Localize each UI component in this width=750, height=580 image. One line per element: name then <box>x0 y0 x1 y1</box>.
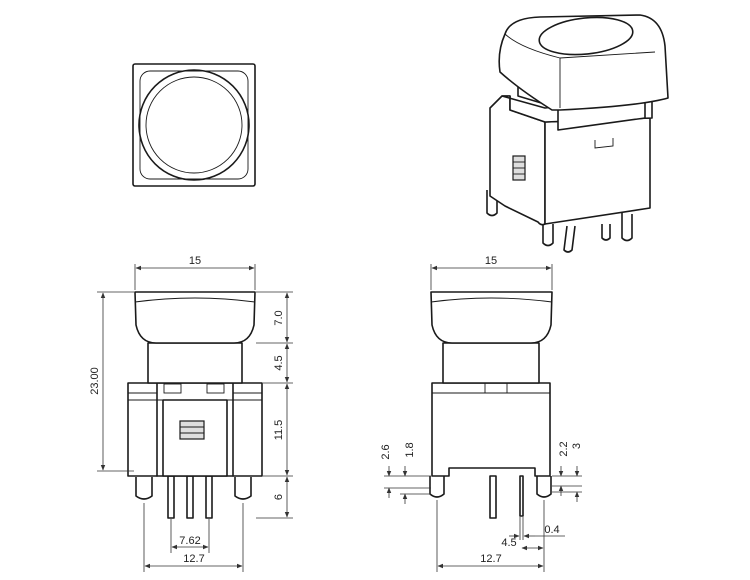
front-pin-length-label: 6 <box>273 494 285 500</box>
side-pin-spacing-label: 12.7 <box>480 553 501 565</box>
side-pin-thickness-label: 0.4 <box>544 524 559 536</box>
side-left-offset-a-label: 2.6 <box>380 444 392 459</box>
front-overall-height-label: 23.00 <box>89 367 101 395</box>
front-pin-spacing-inner-label: 7.62 <box>179 535 200 547</box>
top-view <box>132 63 256 187</box>
front-cap-height-label: 7.0 <box>273 310 285 325</box>
front-collar-height-label: 4.5 <box>273 355 285 370</box>
side-dimensions <box>384 264 582 572</box>
front-pin-spacing-outer-label: 12.7 <box>183 553 204 565</box>
isometric-view <box>486 14 669 253</box>
front-body-height-label: 11.5 <box>273 420 285 441</box>
side-view <box>429 291 553 519</box>
side-width-label: 15 <box>485 255 497 267</box>
front-dimensions <box>97 264 293 572</box>
side-right-offset-b-label: 3 <box>571 443 583 449</box>
front-width-label: 15 <box>189 255 201 267</box>
side-pin-offset-label: 4.5 <box>501 537 516 549</box>
front-view <box>127 291 263 519</box>
side-left-offset-b-label: 1.8 <box>404 442 416 457</box>
side-right-offset-a-label: 2.2 <box>558 441 570 456</box>
